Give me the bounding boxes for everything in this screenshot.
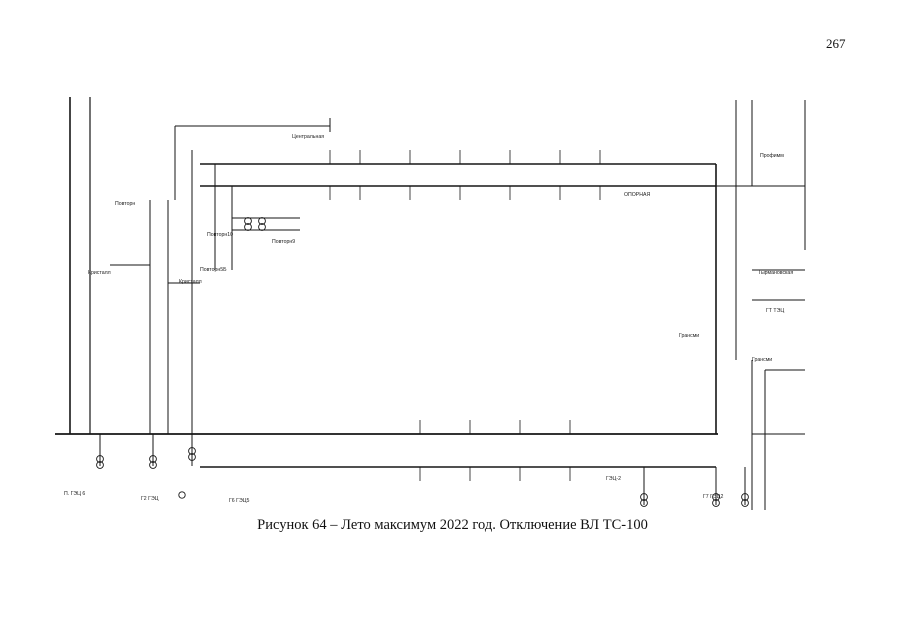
transformer-winding (741, 493, 749, 501)
node-label-gtsh: ГЭЦ-2 (606, 476, 621, 482)
page-number: 267 (826, 36, 846, 51)
node-label-g2-gts: Г2 ГЭЦ (141, 496, 159, 502)
node-label-grandsmi-1: Грансми (679, 333, 699, 339)
equipment-symbols (96, 217, 749, 507)
transformer-winding (188, 447, 196, 455)
node-label-povtoren-10: Повторн10 (207, 232, 233, 238)
node-label-p-gts-6: П. ГЭЦ 6 (64, 491, 85, 497)
generator-symbol (178, 491, 186, 499)
node-label-povtoren: Повторн (115, 201, 135, 207)
node-label-tyrmanovskaya: Тырмановская (758, 270, 793, 276)
node-label-povtoren-9: Повторн9 (272, 239, 295, 245)
node-label-opornaya: ОПОРНАЯ (624, 192, 650, 198)
figure-caption: Рисунок 64 – Лето максимум 2022 год. Отк… (257, 517, 648, 533)
node-label-tsentralnaya: Центральная (292, 134, 324, 140)
node-label-gt-tets: ГТ ТЭЦ (766, 308, 784, 314)
transformer-winding (258, 223, 266, 231)
transformer-winding (640, 499, 648, 507)
transformer-winding (149, 455, 157, 463)
transformer-winding (712, 493, 720, 501)
transformer-winding (640, 493, 648, 501)
transformer-winding (244, 217, 252, 225)
transformer-winding (258, 217, 266, 225)
transformer-winding (741, 499, 749, 507)
network-lines (55, 97, 806, 510)
node-label-grandsmi-2: Грансми (752, 357, 772, 363)
node-label-g7-gts: Г7 ГЭЦ2 (703, 494, 724, 500)
transformer-winding (96, 455, 104, 463)
node-label-g6-gts: Г6 ГЭЦ5 (229, 498, 250, 504)
transformer-winding (244, 223, 252, 231)
node-label-povtoren-5b: Повторн5Б (200, 267, 227, 273)
node-label-kristall-2: Кристалл (179, 279, 202, 285)
transformer-winding (188, 453, 196, 461)
node-labels: Центральная Повторн Повторн10 Повторн9 П… (64, 134, 793, 504)
node-label-kristall-1: Кристалл (88, 270, 111, 276)
node-label-profimm: Профимм (760, 153, 784, 159)
transformer-winding (712, 499, 720, 507)
transformer-winding (149, 461, 157, 469)
transformer-winding (96, 461, 104, 469)
